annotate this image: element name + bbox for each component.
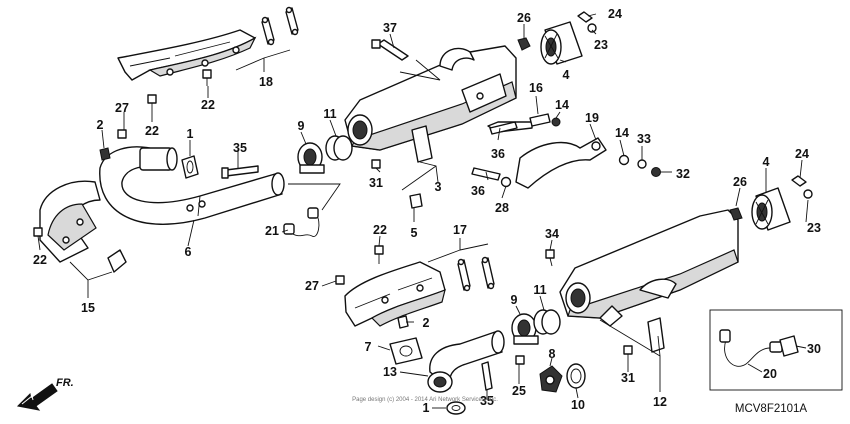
upper-muffler bbox=[344, 45, 517, 151]
callout-34: 34 bbox=[545, 227, 559, 241]
callout-1-lower: 1 bbox=[423, 401, 430, 415]
lower-heat-guard bbox=[344, 261, 446, 327]
front-heat-shield bbox=[39, 180, 127, 273]
seal-10 bbox=[566, 363, 586, 389]
gasket-upper bbox=[181, 155, 199, 179]
callout-36-b: 36 bbox=[471, 184, 485, 198]
callout-2-upper: 2 bbox=[97, 118, 104, 132]
callout-31-lower: 31 bbox=[621, 371, 635, 385]
front-direction-label: FR. bbox=[56, 377, 74, 389]
callout-1-upper: 1 bbox=[187, 127, 194, 141]
callout-21: 21 bbox=[265, 224, 279, 238]
o2-sensor-upper bbox=[283, 207, 320, 237]
end-cap-upper bbox=[540, 21, 583, 65]
callout-10: 10 bbox=[571, 398, 585, 412]
callout-23-lower: 23 bbox=[807, 221, 821, 235]
callout-5: 5 bbox=[411, 226, 418, 240]
callout-numbers: 37 26 24 23 4 18 22 27 22 2 1 35 11 9 16… bbox=[33, 7, 821, 415]
callout-26-lower: 26 bbox=[733, 175, 747, 189]
callout-35-lower: 35 bbox=[480, 394, 494, 408]
callout-19: 19 bbox=[585, 111, 599, 125]
callout-30: 30 bbox=[807, 342, 821, 356]
callout-6: 6 bbox=[185, 245, 192, 259]
callout-16: 16 bbox=[529, 81, 543, 95]
leader-lines bbox=[37, 13, 809, 409]
callout-9-upper: 9 bbox=[298, 119, 305, 133]
callout-33: 33 bbox=[637, 132, 651, 146]
front-header-pipe bbox=[99, 146, 285, 225]
callout-2-lower: 2 bbox=[423, 316, 430, 330]
callout-22-b: 22 bbox=[145, 124, 159, 138]
callout-36-a: 36 bbox=[491, 147, 505, 161]
callout-37: 37 bbox=[383, 21, 397, 35]
rear-header-pipe bbox=[427, 330, 505, 393]
copyright-notice: Page design (c) 2004 - 2014 Ari Network … bbox=[352, 397, 498, 403]
callout-14-b: 14 bbox=[615, 126, 629, 140]
callout-28: 28 bbox=[495, 201, 509, 215]
sensor-inset-box bbox=[709, 309, 843, 391]
upper-heat-guard bbox=[117, 29, 257, 81]
callout-26-upper: 26 bbox=[517, 11, 531, 25]
callout-8: 8 bbox=[549, 347, 556, 361]
callout-27-lower: 27 bbox=[305, 279, 319, 293]
gasket-8 bbox=[539, 365, 563, 393]
callout-31-upper: 31 bbox=[369, 176, 383, 190]
callout-32: 32 bbox=[676, 167, 690, 181]
callout-14-a: 14 bbox=[555, 98, 569, 112]
front-arrow-icon bbox=[16, 383, 58, 411]
end-cap-lower bbox=[751, 187, 791, 231]
clamp-upper bbox=[297, 135, 353, 174]
callout-24-upper: 24 bbox=[608, 7, 622, 21]
callout-17: 17 bbox=[453, 223, 467, 237]
callout-27-upper: 27 bbox=[115, 101, 129, 115]
front-direction-indicator: FR. bbox=[16, 377, 74, 411]
callout-35-upper: 35 bbox=[233, 141, 247, 155]
o2-sensor-lower bbox=[719, 329, 799, 367]
callout-22-c: 22 bbox=[33, 253, 47, 267]
callout-11-upper: 11 bbox=[323, 107, 336, 121]
callout-4-lower: 4 bbox=[763, 155, 770, 169]
callout-15: 15 bbox=[81, 301, 95, 315]
callout-12: 12 bbox=[653, 395, 667, 409]
bracket-pieces-upper bbox=[261, 6, 299, 46]
callout-20: 20 bbox=[763, 367, 777, 381]
flange-7 bbox=[389, 337, 423, 365]
callout-25: 25 bbox=[512, 384, 526, 398]
lower-muffler bbox=[559, 209, 739, 327]
callout-22-d: 22 bbox=[373, 223, 387, 237]
callout-7: 7 bbox=[365, 340, 372, 354]
callout-11-lower: 11 bbox=[533, 283, 546, 297]
callout-3: 3 bbox=[435, 180, 442, 194]
bracket-pieces-lower bbox=[457, 256, 495, 292]
callout-9-lower: 9 bbox=[511, 293, 518, 307]
clamp-lower bbox=[511, 309, 561, 345]
callout-4-upper: 4 bbox=[563, 68, 570, 82]
callout-24-lower: 24 bbox=[795, 147, 809, 161]
callout-23-upper: 23 bbox=[594, 38, 608, 52]
callout-22-a: 22 bbox=[201, 98, 215, 112]
callout-18: 18 bbox=[259, 75, 273, 89]
diagram-part-code: MCV8F2101A bbox=[735, 403, 808, 415]
callout-13: 13 bbox=[383, 365, 397, 379]
gasket-lower bbox=[446, 401, 466, 415]
